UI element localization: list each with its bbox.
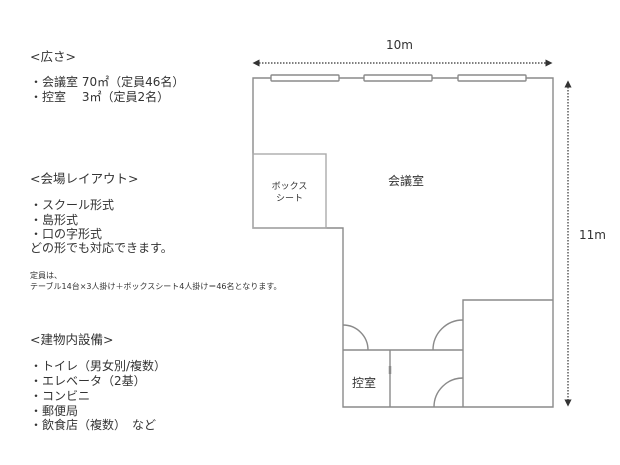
height-label: 11m — [579, 228, 606, 242]
facilities-heading: <建物内設備> — [30, 332, 114, 347]
window-3 — [457, 74, 527, 82]
window-1 — [270, 74, 340, 82]
capacity-line-2: テーブル14台×3人掛け＋ボックスシート4人掛け＝46名となります。 — [30, 282, 282, 291]
facility-item-restaurants: ・飲食店（複数） など — [30, 418, 157, 432]
area-item-meeting-room: ・会議室 70㎡（定員46名） — [30, 75, 185, 89]
width-label: 10m — [386, 38, 413, 52]
area-heading: <広さ> — [30, 49, 76, 64]
door-arc-right-upper — [432, 319, 464, 351]
right-block — [462, 299, 553, 407]
outer-wall — [252, 77, 554, 408]
capacity-line-1: 定員は、 — [30, 271, 62, 280]
box-seat-label-line-1: ボックス — [271, 182, 308, 192]
door-arc-right-lower — [433, 377, 464, 408]
layout-item-u-shape: ・口の字形式 — [30, 227, 103, 241]
box-seat-label: ボックス シート — [253, 181, 326, 205]
facility-item-post-office: ・郵便局 — [30, 404, 79, 418]
layout-item-school: ・スクール形式 — [30, 198, 115, 212]
layout-heading: <会場レイアウト> — [30, 171, 139, 186]
layout-item-island: ・島形式 — [30, 213, 79, 227]
window-2 — [363, 74, 433, 82]
box-seat-label-line-2: シート — [275, 194, 303, 204]
layout-note: どの形でも対応できます。 — [30, 241, 173, 255]
box-seat-area — [252, 153, 327, 229]
facility-item-toilet: ・トイレ（男女別/複数） — [30, 359, 167, 373]
area-item-waiting-room: ・控室 3㎡（定員2名） — [30, 90, 170, 104]
facility-item-elevator: ・エレベータ（2基） — [30, 374, 146, 388]
door-arc-left — [342, 324, 369, 351]
waiting-room-label: 控室 — [352, 376, 377, 390]
meeting-room-label: 会議室 — [388, 174, 425, 188]
facility-item-convenience-store: ・コンビニ — [30, 389, 91, 403]
